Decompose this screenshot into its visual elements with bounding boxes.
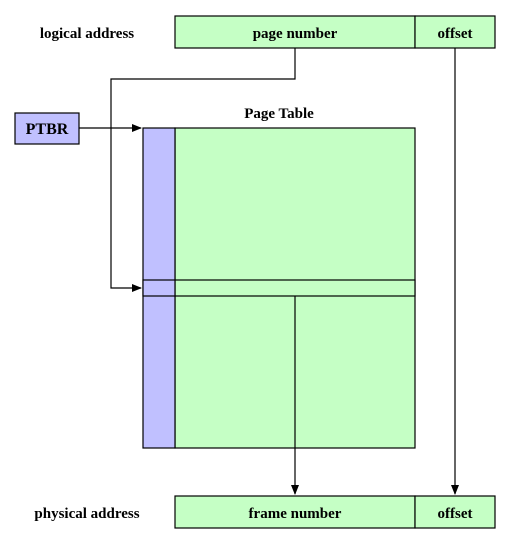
physical-offset-field	[414, 495, 496, 529]
ptbr-box	[14, 112, 80, 145]
logical-page-number-label: page number	[253, 26, 338, 42]
logical-address-label: logical address	[40, 26, 134, 42]
page-table-title: Page Table	[244, 106, 314, 122]
physical-frame-number-label: frame number	[249, 506, 342, 522]
physical-offset-label: offset	[438, 506, 473, 522]
logical-page-number-field	[174, 15, 416, 49]
page-table	[142, 127, 416, 449]
ptbr-register: PTBR	[14, 112, 80, 145]
logical-offset-label: offset	[438, 26, 473, 42]
page-table-selected-index	[142, 279, 176, 297]
physical-frame-number-field	[174, 495, 416, 529]
page-number-index-arrow	[110, 48, 296, 292]
physical-address-register: frame number offset	[174, 495, 496, 529]
ptbr-label: PTBR	[26, 121, 69, 138]
page-table-selected-entry	[174, 279, 416, 297]
physical-address-label: physical address	[34, 506, 139, 522]
logical-offset-field	[414, 15, 496, 49]
logical-address-register: page number offset	[174, 15, 496, 49]
